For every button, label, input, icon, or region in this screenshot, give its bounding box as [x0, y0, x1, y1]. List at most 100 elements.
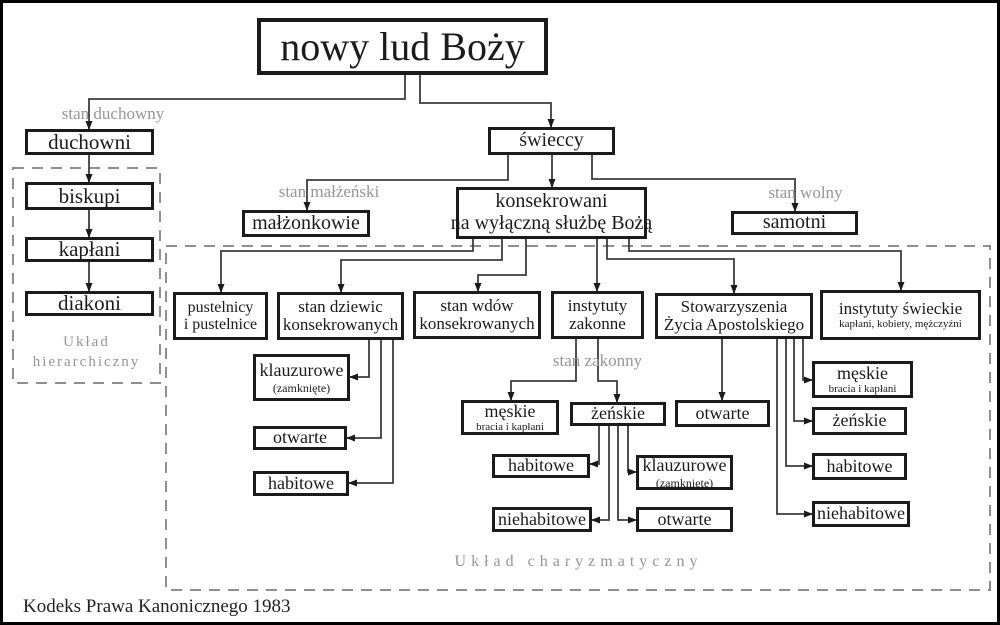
edge-stowarzyszenia-zenskie	[793, 339, 813, 425]
node-samotni: samotni	[731, 211, 858, 235]
node-label-line2: Życia Apostolskiego	[663, 315, 805, 334]
node-biskupi: biskupi	[25, 182, 154, 210]
node-label: habitowe	[508, 455, 574, 476]
node-label: klauzurowe	[642, 455, 727, 476]
node-sublabel: kapłani, kobiety, mężczyźni	[839, 318, 962, 331]
edge-swieccy-malzonkowie	[303, 155, 509, 211]
source-caption: Kodeks Prawa Kanonicznego 1983	[23, 596, 291, 617]
node-label: duchowni	[48, 129, 131, 154]
edge-konsekrowani-pustelnicy	[217, 239, 474, 293]
node-habitowe-zakonne: habitowe	[492, 454, 590, 478]
edge-konsekrowani-swieckie	[628, 239, 905, 291]
edge-zenskie-niehabitowe	[591, 426, 610, 524]
node-label: niehabitowe	[498, 508, 586, 529]
node-meskie-swieckie: męskie bracia i kapłani	[812, 361, 913, 398]
node-otwarte-stowarzyszenia: otwarte	[675, 400, 770, 427]
node-kaplani: kapłani	[25, 237, 154, 262]
node-otwarte-zakonne: otwarte	[636, 507, 733, 532]
node-label: otwarte	[657, 508, 712, 529]
edge-konsekrowani-stowarzyszenia	[606, 239, 738, 294]
node-niehabitowe-zakonne: niehabitowe	[492, 507, 592, 532]
edge-stowarzyszenia-niehabitowe	[776, 339, 813, 518]
edge-dziewice-klauzurowe	[349, 340, 370, 381]
node-sublabel: bracia i kapłani	[828, 383, 897, 396]
node-label: klauzurowe	[259, 360, 344, 381]
edge-dziewice-habitowe	[348, 340, 394, 487]
node-label-line2: na wyłączną służbę Bożą	[450, 212, 653, 234]
node-diakoni: diakoni	[25, 291, 154, 316]
node-label: instytuty świeckie	[838, 298, 963, 318]
node-label-line1: pustelnicy	[187, 298, 254, 316]
node-stan-wdow: stan wdów konsekrowanych	[413, 291, 541, 339]
node-zenskie-zakonne: żeńskie	[570, 402, 666, 426]
node-instytuty-zakonne: instytuty zakonne	[551, 291, 644, 339]
edge-konsekrowani-wdowy	[474, 239, 527, 292]
node-label: diakoni	[58, 291, 121, 316]
node-label: habitowe	[826, 455, 893, 476]
node-label-line2: zakonne	[569, 314, 626, 333]
node-label: małżonkowie	[252, 211, 360, 234]
edge-dziewice-otwarte	[346, 340, 382, 442]
edge-zenskie-klauzurowe	[627, 426, 637, 476]
group-label-charismatic: Układ charyzmatyczny	[454, 553, 703, 570]
node-label-line2: konsekrowanych	[419, 314, 535, 333]
edge-swieccy-samotni	[591, 155, 799, 212]
node-label: męskie	[837, 362, 888, 383]
node-label: otwarte	[695, 402, 750, 423]
edge-stowarzyszenia-habitowe	[785, 339, 813, 470]
node-sublabel: (zamknięte)	[655, 475, 714, 490]
node-label: męskie	[484, 400, 536, 421]
node-stan-dziewic: stan dziewic konsekrowanych	[277, 292, 404, 340]
node-label-line1: instytuty	[567, 295, 628, 315]
edge-nowy-swieccy	[419, 75, 555, 128]
connector-layer	[12, 75, 991, 591]
edge-stowarzyszenia-meskie	[802, 339, 813, 384]
group-label-hierarchical: Układ hierarchiczny	[32, 334, 141, 370]
node-label-line1: Stowarzyszenia	[680, 296, 788, 316]
node-klauzurowe-dziewic: klauzurowe (zamknięte)	[253, 354, 350, 401]
edges	[85, 75, 905, 524]
node-label: kapłani	[58, 237, 121, 262]
node-label: żeńskie	[591, 403, 645, 424]
edge-zakonne-zenskie	[597, 339, 621, 403]
node-label-line1: stan dziewic	[298, 296, 383, 316]
node-duchowni: duchowni	[25, 129, 154, 155]
node-label: otwarte	[273, 427, 327, 448]
node-instytuty-swieckie: instytuty świeckie kapłani, kobiety, męż…	[820, 290, 981, 340]
state-label-duchowny: stan duchowny	[61, 104, 165, 123]
node-malzonkowie: małżonkowie	[242, 210, 370, 237]
node-sublabel: bracia i kapłani	[476, 421, 544, 434]
node-label-line1: konsekrowani	[495, 190, 608, 213]
node-klauzurowe-zakonne: klauzurowe (zamknięte)	[636, 455, 733, 490]
node-habitowe-swieckie: habitowe	[812, 453, 907, 480]
node-label: niehabitowe	[817, 503, 905, 524]
node-label: żeńskie	[832, 410, 887, 431]
node-pustelnicy: pustelnicy i pustelnice	[173, 292, 268, 340]
node-label-line1: stan wdów	[440, 295, 514, 315]
node-otwarte-dziewic: otwarte	[253, 426, 347, 450]
state-label-wolny: stan wolny	[768, 183, 843, 202]
charismatic-group-border	[165, 245, 991, 591]
node-label: biskupi	[58, 183, 121, 208]
state-label-zakonny: stan zakonny	[552, 351, 643, 370]
node-label: samotni	[762, 211, 827, 234]
edge-konsekrowani-dziewice	[337, 239, 503, 293]
node-stowarzyszenia: Stowarzyszenia Życia Apostolskiego	[655, 293, 813, 339]
edge-zenskie-otwarte	[617, 426, 637, 524]
node-habitowe-dziewic: habitowe	[253, 471, 349, 496]
node-konsekrowani: konsekrowani na wyłączną służbę Bożą	[451, 187, 652, 239]
node-label-line2: konsekrowanych	[282, 315, 399, 334]
node-label: habitowe	[268, 472, 334, 493]
node-label-line2: i pustelnice	[183, 316, 258, 333]
edge-nowy-duchowni	[85, 75, 406, 130]
node-swieccy: świeccy	[488, 127, 615, 155]
edge-zenskie-habitowe	[589, 426, 600, 468]
dashed-group-borders	[12, 167, 991, 591]
node-sublabel: (zamknięte)	[272, 380, 331, 395]
edge-zakonne-meskie	[507, 339, 577, 401]
node-nowy-lud-bozy: nowy lud Boży	[257, 18, 548, 75]
node-label: świeccy	[519, 129, 584, 152]
node-label: nowy lud Boży	[280, 23, 525, 69]
node-niehabitowe-swieckie: niehabitowe	[812, 501, 910, 527]
